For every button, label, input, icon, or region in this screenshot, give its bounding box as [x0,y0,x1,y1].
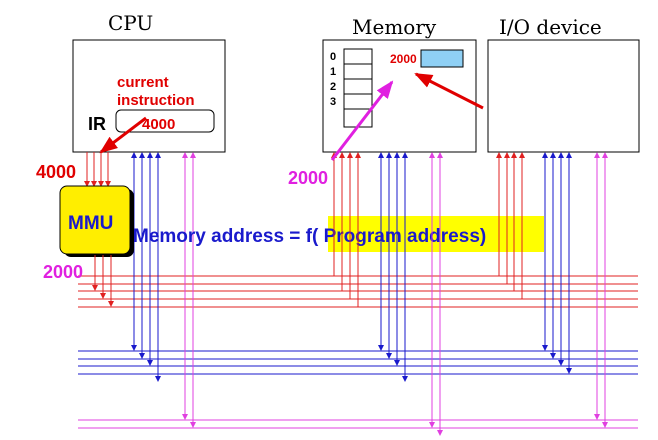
instruction-register [115,109,215,133]
memory-cell [343,63,373,80]
formula-highlight [328,216,544,252]
cpu-title: CPU [108,11,153,35]
current-instruction-label-line1: current [117,74,169,91]
cpu-address-wires [84,152,111,187]
data-bus-lines [78,350,638,375]
mmu-box [59,185,131,255]
memory-row-label-1: 1 [330,66,336,78]
io-control-wires [594,152,608,428]
memory-title: Memory [352,15,437,39]
cpu-box [72,39,226,153]
memory-cell [343,93,373,110]
memory-target-address: 2000 [390,52,417,66]
io-address-wires [496,152,525,299]
memory-row-label-3: 3 [330,96,336,108]
mmu-output-address: 2000 [43,262,83,282]
control-bus-lines [78,419,638,429]
bus-address-label: 2000 [288,168,328,188]
memory-data-wires [378,152,408,382]
memory-address-formula: Memory address = f( Program address) [133,226,486,247]
cpu-data-wires [131,152,161,382]
memory-cells [343,48,373,128]
ir-value: 4000 [142,116,175,133]
mmu-label: MMU [68,213,113,234]
ir-label: IR [88,114,106,134]
io-title: I/O device [499,15,602,39]
cpu-control-wires [182,152,196,428]
current-instruction-label-line2: instruction [117,92,195,109]
memory-address-wires [331,152,361,307]
memory-target-cell [420,49,464,68]
mmu-output-wires [92,255,114,307]
io-data-wires [542,152,572,374]
current-instruction-arrow [99,116,147,154]
memory-row-label-2: 2 [330,81,336,93]
memory-row-label-0: 0 [330,51,336,63]
io-to-memory-arrow [414,72,484,110]
memory-control-wires [429,152,443,436]
memory-cell [343,48,373,65]
io-device-box [487,39,640,153]
memory-cell [343,78,373,95]
mmu-input-address: 4000 [36,162,76,182]
bus-to-memory-arrow [330,80,394,161]
